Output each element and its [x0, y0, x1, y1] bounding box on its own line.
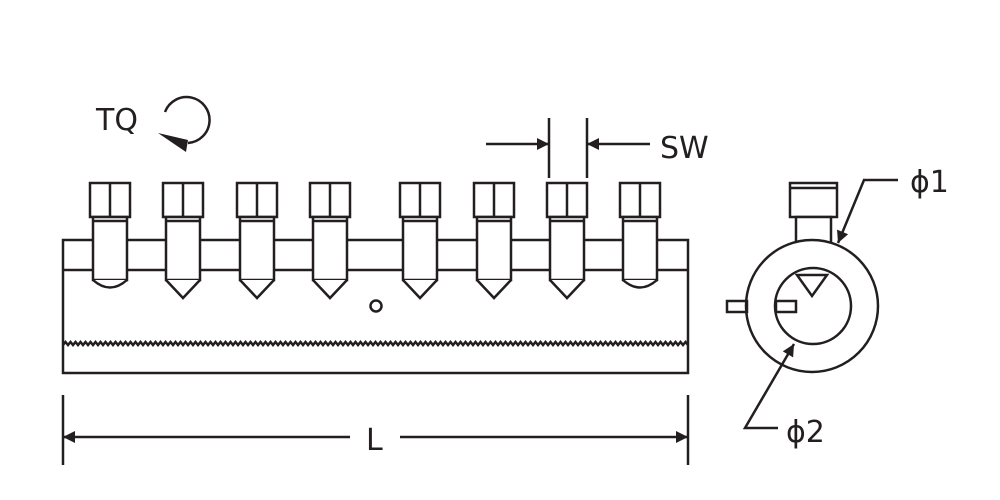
torque-label: TQ [95, 103, 138, 138]
length-label: L [366, 423, 383, 458]
connector-body [61, 238, 690, 375]
shear-bolt [545, 181, 589, 300]
torque-rotation-icon [163, 95, 211, 145]
shear-pin-hole [369, 299, 383, 313]
shear-bolt [308, 181, 352, 300]
shear-bolt [235, 181, 279, 300]
serration-line [62, 340, 689, 347]
outer-diameter-label: ϕ1 [910, 165, 949, 200]
outer-diameter-circle [744, 238, 880, 374]
shear-bolt [161, 181, 205, 300]
end-view [725, 178, 898, 430]
shear-bolt [618, 181, 662, 289]
shear-bolt [472, 181, 516, 300]
socket-width-label: SW [660, 131, 709, 166]
inner-diameter-label: ϕ2 [786, 415, 825, 450]
shear-bolt [88, 181, 132, 289]
shear-bolt [398, 181, 442, 300]
